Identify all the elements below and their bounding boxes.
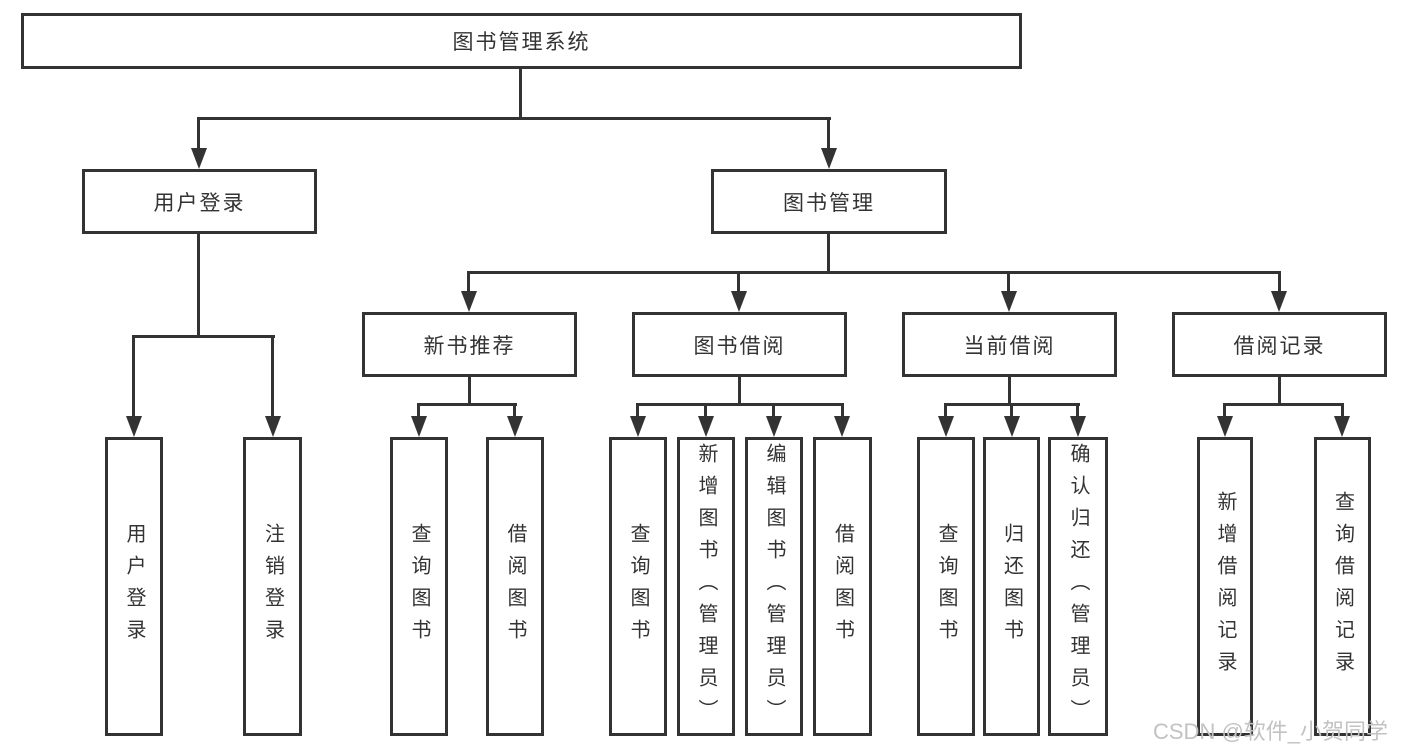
arrowhead-leaf-login-icon (126, 416, 142, 437)
connector-book-borrow-stem (738, 377, 741, 405)
connector-drop-book-borrow (737, 273, 740, 294)
node-leaf-cb-confirm-return-label: 确认归还（管理员） (1067, 442, 1089, 731)
node-leaf-bb-query-books-label: 查询图书 (627, 522, 649, 651)
connector-borrow-record-rail (1223, 403, 1344, 406)
connector-drop-bb-add (704, 404, 707, 418)
node-leaf-user-login: 用户登录 (105, 437, 163, 736)
connector-drop-bb-query (636, 404, 639, 418)
node-leaf-cb-confirm-return: 确认归还（管理员） (1048, 437, 1108, 736)
connector-book-mgmt-stem (827, 234, 830, 274)
node-leaf-cb-return-books: 归还图书 (983, 437, 1040, 736)
node-leaf-nb-query-books: 查询图书 (390, 437, 448, 736)
node-leaf-br-query-record: 查询借阅记录 (1314, 437, 1371, 736)
node-leaf-bb-edit-books-label: 编辑图书（管理员） (763, 442, 785, 731)
connector-drop-bb-edit (772, 404, 775, 418)
node-leaf-logout: 注销登录 (243, 437, 302, 736)
node-leaf-br-add-record-label: 新增借阅记录 (1214, 490, 1236, 683)
connector-drop-br-query (1341, 404, 1344, 418)
node-leaf-bb-add-books-label: 新增图书（管理员） (695, 442, 717, 731)
connector-new-book-rail (417, 403, 517, 406)
node-leaf-br-add-record: 新增借阅记录 (1197, 437, 1253, 736)
node-root: 图书管理系统 (21, 13, 1022, 69)
connector-user-login-stem (197, 234, 200, 338)
arrowhead-bb-query-icon (630, 416, 646, 437)
connector-book-borrow-rail (636, 403, 844, 406)
connector-drop-new-book (467, 273, 470, 294)
arrowhead-bb-edit-icon (766, 416, 782, 437)
connector-drop-nb-borrow (513, 404, 516, 418)
node-leaf-nb-borrow-books-label: 借阅图书 (504, 522, 526, 651)
connector-drop-current-borrow (1007, 273, 1010, 294)
node-book-borrow-label: 图书借阅 (693, 334, 786, 358)
connector-user-login-rail (132, 335, 275, 338)
connector-drop-leaf-login (132, 336, 135, 418)
connector-root-stem (519, 68, 522, 120)
arrowhead-cb-return-icon (1004, 416, 1020, 437)
node-root-label: 图书管理系统 (452, 31, 591, 54)
csdn-watermark: CSDN @软件_小贺同学 (1153, 719, 1389, 744)
arrowhead-book-mgmt-icon (821, 148, 837, 169)
node-current-borrow-label: 当前借阅 (963, 334, 1056, 358)
connector-drop-borrow-record (1278, 273, 1281, 294)
arrowhead-leaf-logout-icon (265, 416, 281, 437)
connector-current-borrow-stem (1008, 377, 1011, 405)
node-user-login-label: 用户登录 (153, 191, 246, 215)
node-leaf-bb-add-books: 新增图书（管理员） (677, 437, 735, 736)
arrowhead-new-book-icon (461, 291, 477, 312)
node-leaf-cb-query-books-label: 查询图书 (935, 522, 957, 651)
node-borrow-record: 借阅记录 (1172, 312, 1387, 377)
node-borrow-record-label: 借阅记录 (1233, 334, 1326, 358)
node-leaf-logout-label: 注销登录 (261, 522, 284, 651)
node-new-book-rec-label: 新书推荐 (423, 334, 516, 358)
connector-drop-book-mgmt (827, 118, 830, 151)
node-book-mgmt: 图书管理 (711, 169, 947, 234)
node-leaf-bb-query-books: 查询图书 (609, 437, 667, 736)
connector-drop-cb-return (1010, 404, 1013, 418)
arrowhead-bb-add-icon (698, 416, 714, 437)
connector-drop-cb-query (944, 404, 947, 418)
node-leaf-cb-query-books: 查询图书 (917, 437, 975, 736)
node-leaf-br-query-record-label: 查询借阅记录 (1331, 490, 1354, 683)
arrowhead-bb-borrow-icon (834, 416, 850, 437)
connector-drop-cb-confirm (1076, 404, 1079, 418)
connector-level2-rail (197, 117, 831, 120)
arrowhead-user-login-icon (191, 148, 207, 169)
node-book-borrow: 图书借阅 (632, 312, 847, 377)
node-leaf-cb-return-books-label: 归还图书 (1000, 522, 1023, 651)
connector-drop-user-login (197, 118, 200, 151)
node-leaf-nb-query-books-label: 查询图书 (408, 522, 430, 651)
connector-new-book-stem (468, 377, 471, 405)
arrowhead-br-add-icon (1217, 416, 1233, 437)
arrowhead-cb-confirm-icon (1070, 416, 1086, 437)
connector-drop-bb-borrow (841, 404, 844, 418)
node-leaf-user-login-label: 用户登录 (123, 522, 145, 651)
node-leaf-nb-borrow-books: 借阅图书 (486, 437, 544, 736)
connector-borrow-record-stem (1278, 377, 1281, 405)
node-leaf-bb-borrow-books: 借阅图书 (813, 437, 872, 736)
arrowhead-nb-borrow-icon (507, 416, 523, 437)
node-new-book-rec: 新书推荐 (362, 312, 577, 377)
connector-level3-rail (467, 271, 1281, 274)
node-leaf-bb-borrow-books-label: 借阅图书 (831, 522, 854, 651)
arrowhead-book-borrow-icon (731, 291, 747, 312)
connector-drop-nb-query (417, 404, 420, 418)
arrowhead-cb-query-icon (938, 416, 954, 437)
arrowhead-current-borrow-icon (1001, 291, 1017, 312)
connector-drop-leaf-logout (271, 336, 274, 418)
node-user-login: 用户登录 (82, 169, 317, 234)
arrowhead-borrow-record-icon (1271, 291, 1287, 312)
connector-drop-br-add (1223, 404, 1226, 418)
node-current-borrow: 当前借阅 (902, 312, 1117, 377)
node-book-mgmt-label: 图书管理 (783, 191, 875, 215)
node-leaf-bb-edit-books: 编辑图书（管理员） (745, 437, 803, 736)
arrowhead-nb-query-icon (411, 416, 427, 437)
arrowhead-br-query-icon (1334, 416, 1350, 437)
